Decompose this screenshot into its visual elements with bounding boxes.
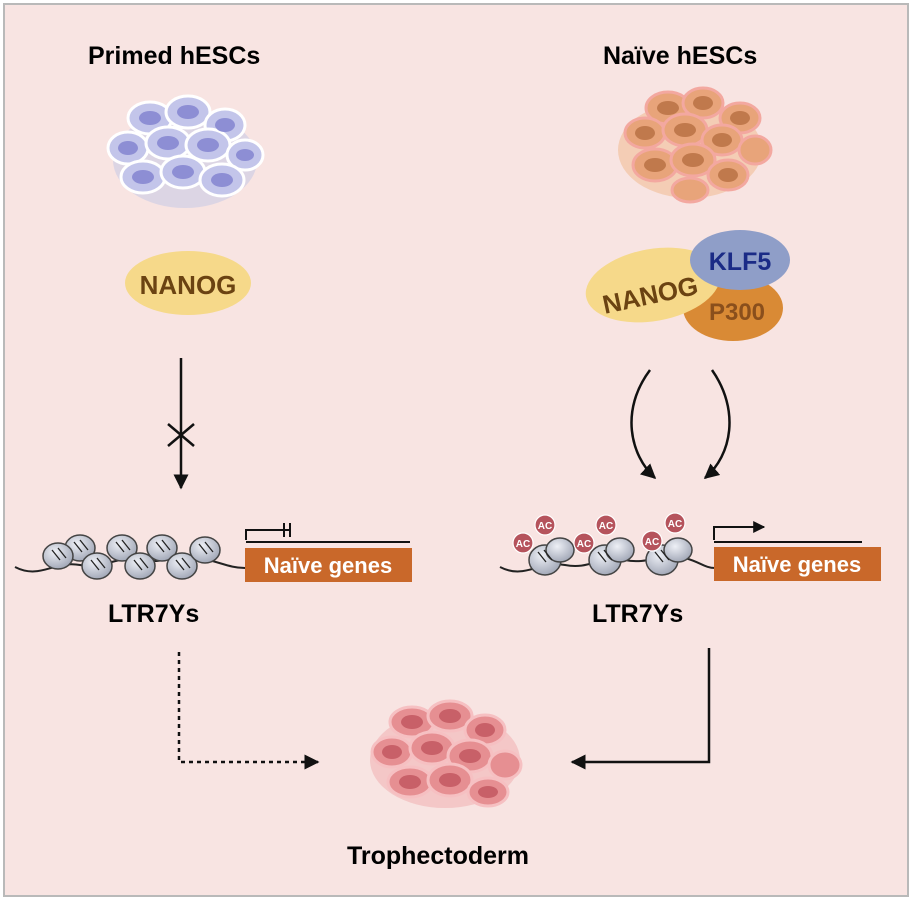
p300-label: P300 [709, 299, 765, 326]
acetyl-label: AC [645, 537, 659, 548]
protein-complex-naive: NANOG KLF5 P300 [585, 230, 790, 341]
recruitment-arrows [630, 369, 731, 480]
nanog-primed: NANOG [125, 251, 251, 315]
ltr7ys-right-label: LTR7Ys [592, 600, 684, 628]
blocked-arrow [167, 358, 195, 490]
klf5-ellipse [690, 230, 790, 290]
chromatin-left: Naïve genes [14, 523, 412, 582]
trophectoderm-cell-cluster [370, 699, 523, 808]
acetyl-label: AC [577, 539, 591, 550]
naive-title: Naïve hESCs [603, 42, 758, 70]
naive-genes-right-label: Naïve genes [733, 552, 861, 577]
acetyl-label: AC [599, 521, 613, 532]
naive-genes-box-left [245, 548, 412, 582]
primed-title: Primed hESCs [88, 42, 261, 70]
chromatin-right: AC AC AC AC AC AC Naïve genes [499, 512, 881, 581]
acetyl-marks: AC AC AC AC AC AC [512, 512, 686, 554]
trophectoderm-label: Trophectoderm [347, 842, 529, 870]
nanog-primed-label: NANOG [140, 270, 237, 300]
naive-genes-box-right [714, 547, 881, 581]
ltr7ys-left-label: LTR7Ys [108, 600, 200, 628]
acetyl-label: AC [538, 521, 552, 532]
differentiation-arrows [177, 648, 711, 770]
primed-cell-cluster [106, 94, 265, 208]
klf5-label: KLF5 [709, 248, 772, 276]
naive-cell-cluster [618, 86, 773, 204]
nanog-naive-ellipse [585, 247, 721, 323]
naive-genes-left-label: Naïve genes [264, 553, 392, 578]
acetyl-label: AC [516, 539, 530, 550]
acetyl-label: AC [668, 519, 682, 530]
